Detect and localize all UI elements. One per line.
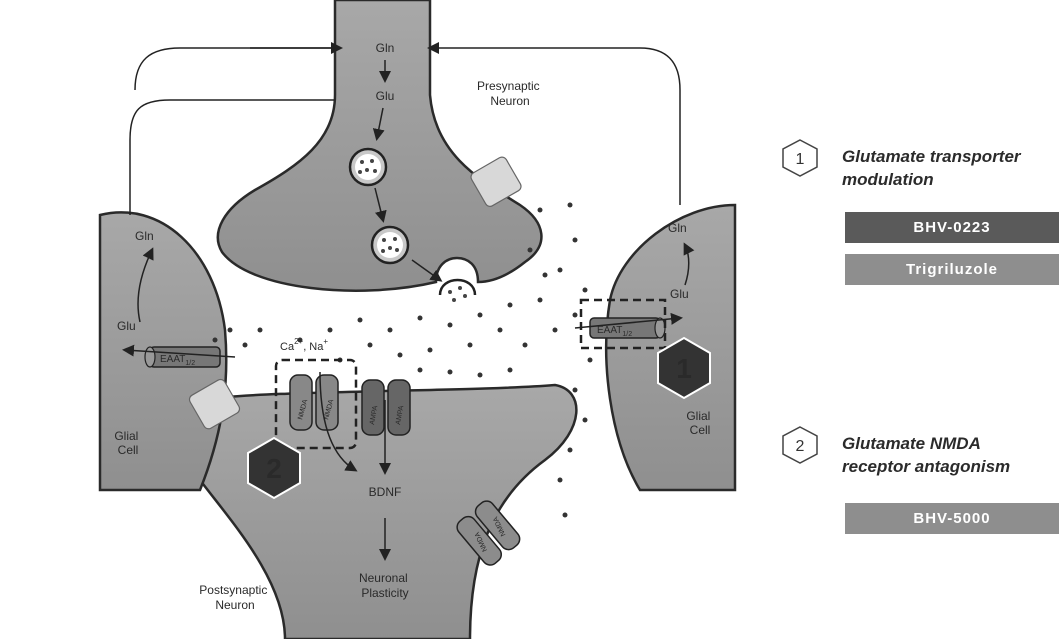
svg-text:AMPA: AMPA xyxy=(369,405,379,426)
eaat-transporter-left: EAAT1/2 xyxy=(144,346,221,368)
glu-top-label: Glu xyxy=(376,89,395,103)
vesicle xyxy=(348,147,388,187)
target-box-2 xyxy=(274,358,358,450)
ions-label: Ca2+, Na+ xyxy=(280,337,328,353)
svg-text:2: 2 xyxy=(796,438,805,455)
presynaptic-label-2: Neuron xyxy=(490,94,529,108)
drug-badge-bhv-0223: BHV-0223 xyxy=(845,212,1059,243)
svg-text:Presynaptic Neuron: Presynaptic Neuron xyxy=(477,79,543,108)
svg-text:EAAT1/2: EAAT1/2 xyxy=(160,354,195,367)
plasticity-label-2: Plasticity xyxy=(361,586,408,600)
marker-2-hex: 2 xyxy=(247,436,301,500)
svg-text:EAAT1/2: EAAT1/2 xyxy=(597,325,632,338)
svg-text:2: 2 xyxy=(266,453,282,484)
glial-receptor-left xyxy=(188,378,241,430)
bdnf-label: BDNF xyxy=(369,485,402,499)
drug-badge-trigriluzole: Trigriluzole xyxy=(845,254,1059,285)
glu-left-label: Glu xyxy=(117,319,136,333)
eaat-transporter-right: EAAT1/2 xyxy=(589,317,666,339)
svg-text:Glial Cell: Glial Cell xyxy=(686,409,713,437)
glial-right-label-2: Cell xyxy=(690,423,711,437)
presynaptic-receptor xyxy=(470,156,522,207)
svg-text:1: 1 xyxy=(676,353,692,384)
ampa-receptor: AMPA AMPA xyxy=(361,379,411,436)
gln-top-label: Gln xyxy=(376,41,395,55)
synapse-diagram: EAAT1/2 EAAT1/2 NMDA NMDA AMPA AMPA NMD xyxy=(98,0,737,639)
glu-right-label: Glu xyxy=(670,287,689,301)
target-box-1 xyxy=(579,298,667,350)
svg-text:AMPA: AMPA xyxy=(395,405,405,426)
legend-2-title: Glutamate NMDA receptor antagonism xyxy=(842,434,1011,476)
gln-right-label: Gln xyxy=(668,221,687,235)
drug-badge-bhv-5000: BHV-5000 xyxy=(845,503,1059,534)
vesicle xyxy=(370,225,410,265)
legend-1-title: Glutamate transporter modulation xyxy=(842,147,1021,189)
nmda-receptor: NMDA NMDA xyxy=(289,374,339,431)
svg-text:Glial Cell: Glial Cell xyxy=(114,429,141,457)
hexagon-2-icon: 2 xyxy=(782,426,818,464)
postsynaptic-label-2: Neuron xyxy=(215,598,254,612)
svg-text:Postsynaptic Neuron: Postsynaptic Neuron xyxy=(199,583,270,612)
glial-left-label-2: Cell xyxy=(118,443,139,457)
svg-text:1: 1 xyxy=(796,151,805,168)
hexagon-1-icon: 1 xyxy=(782,139,818,177)
marker-1-hex: 1 xyxy=(657,336,711,400)
glial-left-label-1: Glial xyxy=(114,429,138,443)
presynaptic-neuron xyxy=(216,0,543,292)
svg-text:Neuronal Plasticity: Neuronal Plasticity xyxy=(359,571,411,600)
presynaptic-label-1: Presynaptic xyxy=(477,79,540,93)
postsynaptic-label-1: Postsynaptic xyxy=(199,583,267,597)
postsynaptic-nmda-receptor: NMDA NMDA xyxy=(456,500,521,566)
glutamate-dots xyxy=(212,202,593,518)
fusing-vesicle xyxy=(438,278,477,302)
gln-left-label: Gln xyxy=(135,229,154,243)
glial-right-label-1: Glial xyxy=(686,409,710,423)
plasticity-label-1: Neuronal xyxy=(359,571,408,585)
